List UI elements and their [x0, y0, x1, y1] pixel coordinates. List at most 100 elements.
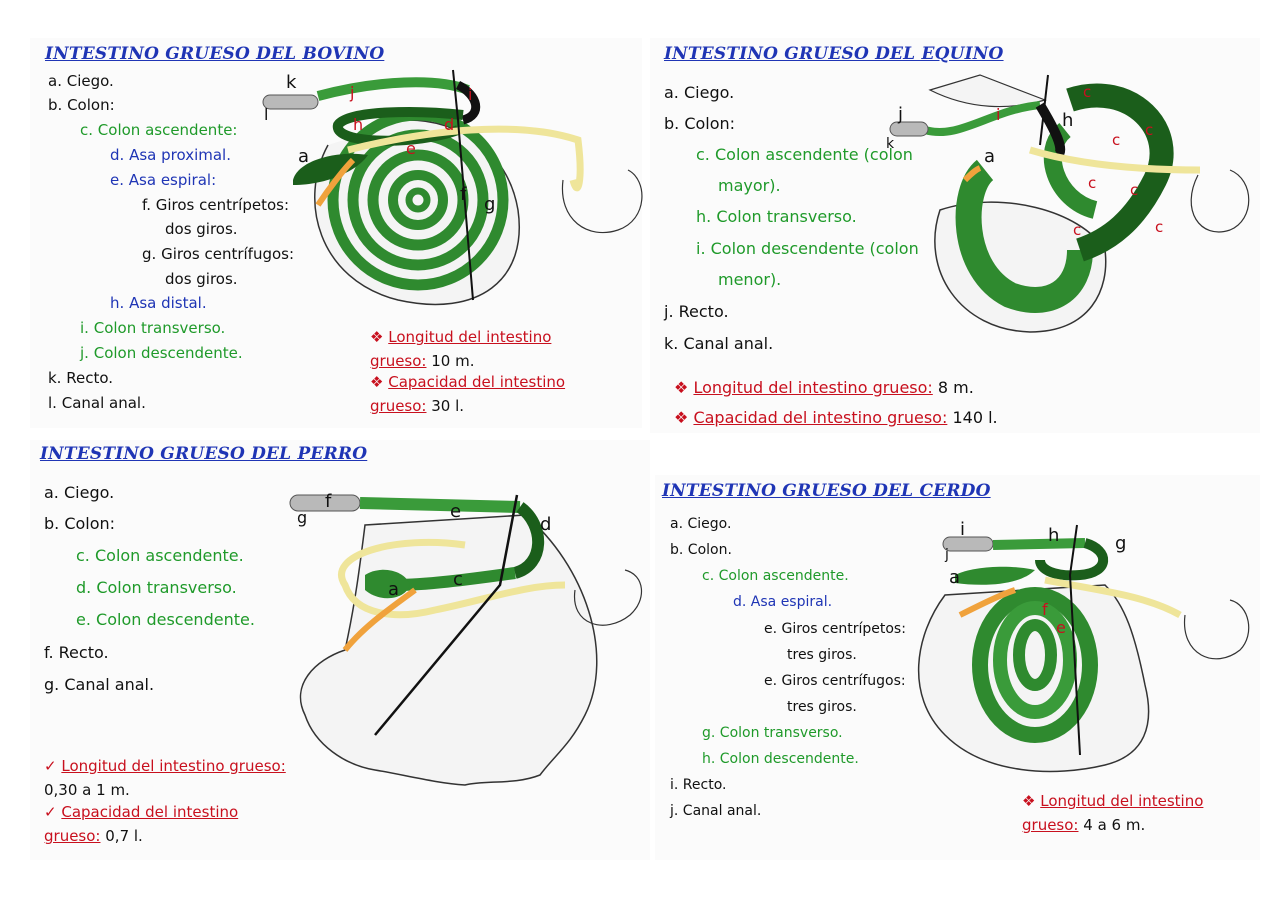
equino-note-capacidad: ❖ Capacidad del intestino grueso: 140 l. — [674, 408, 998, 427]
cerdo-item-e1: e. Giros centrípetos: — [764, 621, 906, 637]
perro-vessel — [342, 587, 417, 652]
bovino-item-l: l. Canal anal. — [48, 394, 146, 412]
equino-label-c3: c — [1112, 131, 1120, 149]
equino-colon-ventral — [955, 159, 1093, 313]
equino-label-c5: c — [1130, 181, 1138, 199]
equino-small-intestine — [1028, 146, 1201, 174]
bovino-stomach-outline — [561, 169, 643, 234]
bovino-item-b: b. Colon: — [48, 96, 115, 114]
equino-item-h: h. Colon transverso. — [696, 207, 857, 226]
perro-artery — [374, 494, 519, 736]
cerdo-spiral-outer — [972, 587, 1098, 743]
bovino-item-h: h. Asa distal. — [110, 294, 207, 312]
cerdo-label-h: h — [1048, 525, 1059, 546]
bovino-item-k: k. Recto. — [48, 369, 114, 387]
equino-label-c2: c — [1145, 121, 1153, 139]
perro-rectum — [289, 494, 361, 512]
perro-stomach-outline — [573, 569, 643, 626]
cerdo-colon-transverse — [1035, 538, 1109, 581]
cerdo-small-intestine — [1044, 576, 1182, 619]
cerdo-item-d: d. Asa espiral. — [733, 594, 833, 610]
cerdo-item-b: b. Colon. — [670, 542, 732, 558]
bovino-label-e: e — [406, 139, 416, 158]
cerdo-label-i: i — [960, 519, 965, 540]
bovino-item-i: i. Colon transverso. — [80, 319, 226, 337]
cerdo-rectum — [942, 536, 994, 552]
equino-label-a: a — [984, 146, 995, 167]
cerdo-label-g: g — [1115, 533, 1126, 554]
equino-label-j: j — [897, 104, 903, 125]
perro-small-intestine — [338, 538, 566, 619]
perro-label-c: c — [453, 569, 463, 590]
perro-label-d: d — [540, 514, 551, 535]
equino-note-longitud: ❖ Longitud del intestino grueso: 8 m. — [674, 378, 974, 397]
cerdo-item-e2-sub: tres giros. — [787, 699, 857, 715]
title-perro: INTESTINO GRUESO DEL PERRO — [40, 444, 368, 464]
bovino-label-j: j — [349, 83, 354, 102]
cerdo-item-e2: e. Giros centrífugos: — [764, 673, 906, 689]
cerdo-label-j: j — [944, 547, 949, 563]
cerdo-artery — [1068, 524, 1081, 756]
bovino-item-j: j. Colon descendente. — [80, 344, 243, 362]
equino-label-h: h — [1062, 110, 1073, 131]
bovino-label-d: d — [444, 115, 454, 134]
equino-item-k: k. Canal anal. — [664, 334, 774, 353]
perro-item-d: d. Colon transverso. — [76, 578, 237, 597]
perro-item-a: a. Ciego. — [44, 483, 115, 502]
bovino-label-f: f — [460, 184, 467, 205]
perro-colon-descending — [359, 497, 521, 513]
cerdo-colon-descending — [992, 538, 1086, 550]
cerdo-vessel — [958, 587, 1016, 618]
bovino-item-d: d. Asa proximal. — [110, 146, 231, 164]
perro-item-f: f. Recto. — [44, 643, 109, 662]
bovino-item-g: g. Giros centrífugos: — [142, 245, 295, 263]
bovino-note-longitud: ❖ Longitud del intestino grueso: 10 m. — [370, 328, 552, 370]
bovino-note-capacidad: ❖ Capacidad del intestino grueso: 30 l. — [370, 373, 566, 415]
bovino-label-h: h — [353, 115, 363, 134]
bovino-diagram: k l j i h a e f g d — [262, 69, 643, 306]
perro-note-longitud: ✓ Longitud del intestino grueso: 0,30 a … — [44, 757, 286, 799]
cerdo-label-f: f — [1042, 600, 1048, 619]
bovino-label-k: k — [286, 72, 297, 93]
perro-item-g: g. Canal anal. — [44, 675, 155, 694]
cerdo-item-e1-sub: tres giros. — [787, 647, 857, 663]
bovino-label-i: i — [468, 85, 472, 104]
bovino-spiral-ring-4 — [388, 170, 448, 230]
equino-mesentery-top — [928, 74, 1047, 108]
bovino-small-intestine — [347, 125, 584, 192]
perro-label-a: a — [388, 579, 399, 600]
bovino-item-a: a. Ciego. — [48, 72, 114, 90]
perro-colon-transverse — [512, 502, 545, 579]
equino-label-c1: c — [1083, 83, 1091, 101]
perro-item-e: e. Colon descendente. — [76, 610, 255, 629]
equino-stomach-outline — [1190, 169, 1250, 233]
perro-item-b: b. Colon: — [44, 514, 116, 533]
equino-item-i-sub: menor). — [718, 270, 782, 289]
bovino-label-a: a — [298, 146, 309, 167]
bovino-colon-dark — [455, 80, 480, 125]
equino-item-b: b. Colon: — [664, 114, 736, 133]
bovino-item-f-sub: dos giros. — [165, 220, 238, 238]
bovino-artery — [452, 69, 474, 301]
equino-label-k: k — [886, 136, 895, 152]
bovino-item-e: e. Asa espiral: — [110, 171, 217, 189]
title-bovino: INTESTINO GRUESO DEL BOVINO — [45, 44, 385, 64]
perro-cecum — [365, 569, 410, 599]
title-equino: INTESTINO GRUESO DEL EQUINO — [664, 44, 1004, 64]
equino-label-c7: c — [1155, 218, 1163, 236]
cerdo-label-a: a — [949, 567, 960, 588]
cerdo-note-longitud: ❖ Longitud del intestino grueso: 4 a 6 m… — [1022, 792, 1204, 834]
bovino-spiral-ring-5 — [405, 187, 431, 213]
equino-item-a: a. Ciego. — [664, 83, 735, 102]
equino-label-c6: c — [1073, 221, 1081, 239]
equino-item-c: c. Colon ascendente (colon — [696, 145, 913, 164]
title-cerdo: INTESTINO GRUESO DEL CERDO — [662, 481, 991, 501]
bovino-item-f: f. Giros centrípetos: — [142, 196, 290, 214]
cerdo-item-h: h. Colon descendente. — [702, 751, 859, 767]
cerdo-cecum — [955, 566, 1035, 585]
cerdo-diagram: i j h g a f e — [917, 519, 1250, 773]
bovino-vessel — [315, 157, 356, 207]
bovino-label-g: g — [484, 194, 495, 215]
bovino-item-c: c. Colon ascendente: — [80, 121, 238, 139]
equino-artery — [1039, 74, 1049, 146]
